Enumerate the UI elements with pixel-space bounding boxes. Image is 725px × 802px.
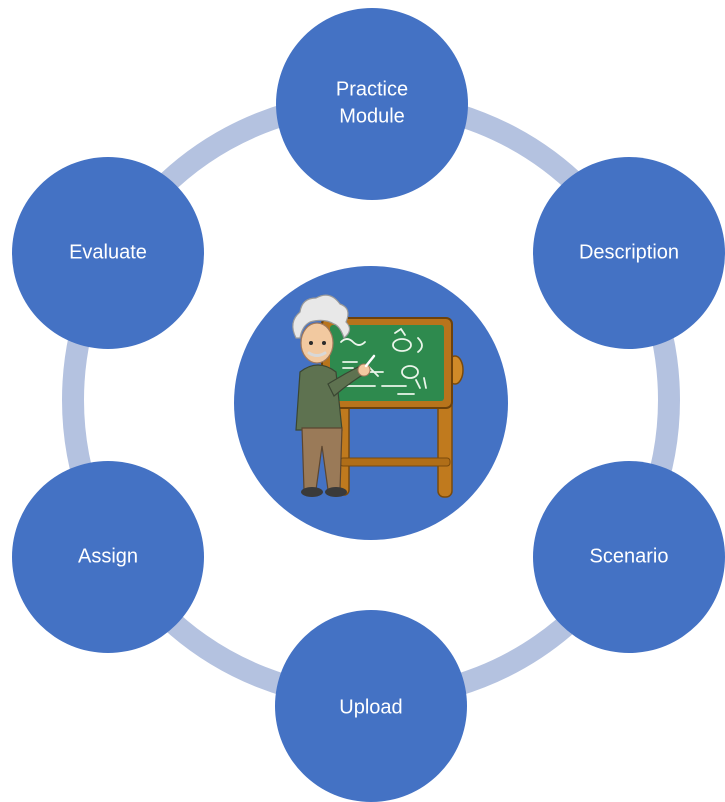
node-evaluate: Evaluate (12, 157, 204, 349)
node-label: Scenario (590, 545, 669, 567)
node-circle (533, 461, 725, 653)
node-circle (275, 610, 467, 802)
node-description: Description (533, 157, 725, 349)
node-circle (12, 157, 204, 349)
node-label: Evaluate (69, 241, 147, 263)
node-label: Assign (78, 545, 138, 567)
teacher-at-chalkboard-illustration (292, 294, 464, 498)
node-circle (533, 157, 725, 349)
node-circle (12, 461, 204, 653)
node-label: Upload (339, 696, 402, 718)
node-assign: Assign (12, 461, 204, 653)
node-practice-module: Practice Module (276, 8, 468, 200)
node-scenario: Scenario (533, 461, 725, 653)
node-upload: Upload (275, 610, 467, 802)
node-label-line: Practice (336, 78, 408, 100)
node-label: Description (579, 241, 679, 263)
center-node (234, 266, 508, 540)
node-label-line: Module (339, 105, 405, 127)
node-circle (276, 8, 468, 200)
